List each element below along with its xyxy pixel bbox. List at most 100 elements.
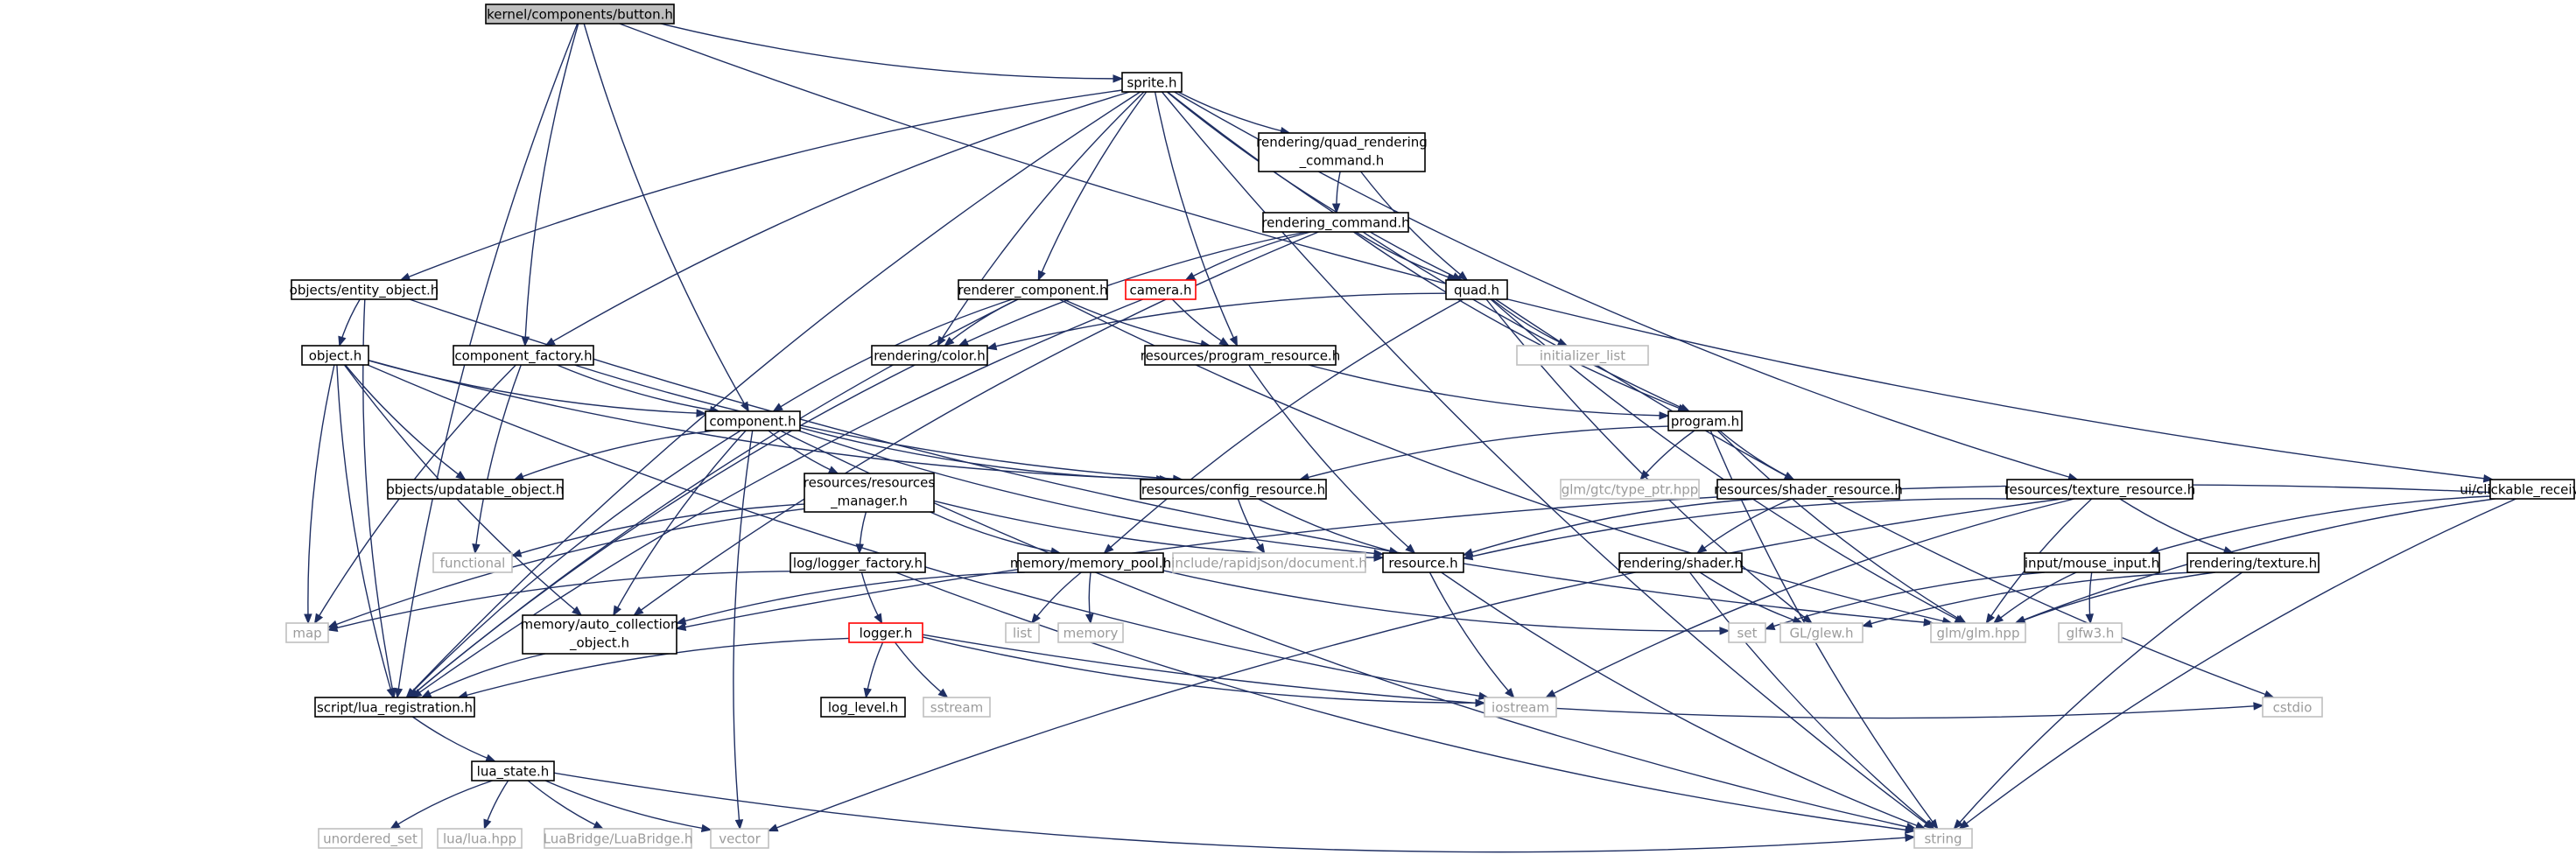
edge-logger-to-sstream <box>894 641 949 698</box>
node-label: glm/glm.hpp <box>1937 626 2020 641</box>
node-box <box>871 345 988 366</box>
node-label: rendering_command.h <box>1261 215 1409 232</box>
node-set: set <box>1728 622 1766 643</box>
node-label: lua/lua.hpp <box>443 831 516 847</box>
node-label: log/logger_factory.h <box>793 556 923 572</box>
node-box <box>1262 212 1409 233</box>
edge-lua_state-to-vector <box>544 780 712 833</box>
edge-object-to-lua_registration <box>336 364 395 699</box>
node-entity-object[interactable]: objects/entity_object.h <box>290 279 439 300</box>
node-memory-pool[interactable]: memory/memory_pool.h <box>1010 552 1171 573</box>
node-box <box>522 614 677 655</box>
node-component-factory[interactable]: component_factory.h <box>453 345 594 366</box>
node-label: input/mouse_input.h <box>2025 556 2159 572</box>
node-quad-render-cmd[interactable]: rendering/quad_rendering_command.h <box>1256 132 1428 172</box>
node-rendering-color[interactable]: rendering/color.h <box>871 345 988 366</box>
node-box <box>1258 132 1426 172</box>
node-iostream: iostream <box>1484 697 1557 718</box>
node-label: resource.h <box>1388 556 1457 571</box>
node-texture-resource[interactable]: resources/texture_resource.h <box>2004 479 2196 500</box>
arrow-head <box>1801 613 1813 624</box>
node-box <box>958 279 1108 300</box>
node-logger[interactable]: logger.h <box>848 622 923 643</box>
node-box <box>790 552 926 573</box>
node-button[interactable]: kernel/components/button.h <box>485 4 675 25</box>
edge-button-to-clickable_receiver <box>619 23 2495 483</box>
node-label: list <box>1013 626 1032 641</box>
node-rendering-shader[interactable]: rendering/shader.h <box>1618 552 1743 573</box>
node-label: unordered_set <box>323 831 418 848</box>
edge-resources_manager-to-logger_factory <box>855 511 867 555</box>
edge-logger-to-cstdio <box>922 634 2264 719</box>
edge-mouse_input-to-set <box>1764 571 2045 630</box>
node-map: map <box>285 622 329 643</box>
node-box <box>318 828 423 849</box>
edge-program-to-glm_hpp <box>1716 430 1967 624</box>
node-label: renderer_component.h <box>958 283 1107 299</box>
edge-shader_resource-to-rendering_shader <box>1696 498 1793 554</box>
node-clickable-receiver[interactable]: ui/clickable_receiver.h <box>2460 479 2576 500</box>
arrow-head <box>2085 613 2094 625</box>
node-rendering-texture[interactable]: rendering/texture.h <box>2186 552 2320 573</box>
node-label: objects/updatable_object.h <box>387 482 565 499</box>
node-object[interactable]: object.h <box>301 345 369 366</box>
node-box <box>471 760 555 781</box>
node-layer: kernel/components/button.h sprite.h render… <box>285 4 2576 849</box>
arrow-head <box>675 616 687 625</box>
node-quad[interactable]: quad.h <box>1445 279 1508 300</box>
arrow-head <box>675 622 687 632</box>
node-shader-resource[interactable]: resources/shader_resource.h <box>1714 479 1903 500</box>
edge-lua_state-to-lua_hpp <box>483 780 509 830</box>
node-resources-manager[interactable]: resources/resources_manager.h <box>804 473 936 513</box>
node-unordered-set: unordered_set <box>318 828 423 849</box>
arrow-head <box>1113 74 1124 83</box>
edge-logger_factory-to-logger <box>860 571 883 625</box>
edge-memory_pool-to-set <box>1162 570 1730 635</box>
edge-logger-to-iostream <box>922 636 1486 707</box>
edge-clickable_receiver-to-mouse_input <box>2148 495 2491 555</box>
node-label: resources/shader_resource.h <box>1714 482 1903 499</box>
node-label: kernel/components/button.h <box>487 7 673 23</box>
node-label: program.h <box>1671 414 1739 430</box>
arrow-head <box>874 613 883 625</box>
arrow-head <box>1030 613 1041 625</box>
edge-mouse_input-to-glm_hpp <box>1992 571 2077 624</box>
arrow-head <box>958 338 970 347</box>
node-box <box>1516 345 1649 366</box>
node-box <box>705 410 801 431</box>
arrow-head <box>1783 472 1795 480</box>
node-sstream: sstream <box>923 697 991 718</box>
node-auto-collection[interactable]: memory/auto_collection_object.h <box>521 614 679 655</box>
node-glm-hpp: glm/glm.hpp <box>1930 622 2026 643</box>
node-label: cstdio <box>2273 700 2313 716</box>
edge-entity_object-to-object <box>338 298 361 347</box>
arrow-head <box>2482 474 2495 483</box>
node-mouse-input[interactable]: input/mouse_input.h <box>2024 552 2160 573</box>
edge-memory_pool-to-memory <box>1085 571 1094 625</box>
edge-program_resource-to-resource <box>1248 364 1416 554</box>
node-program-resource[interactable]: resources/program_resource.h <box>1141 345 1340 366</box>
node-resource[interactable]: resource.h <box>1382 552 1464 573</box>
node-updatable-object[interactable]: objects/updatable_object.h <box>387 479 565 500</box>
node-config-resource[interactable]: resources/config_resource.h <box>1140 479 1327 500</box>
node-label: glm/gtc/type_ptr.hpp <box>1562 482 1699 499</box>
node-box <box>285 622 329 643</box>
node-lua-registration[interactable]: script/lua_registration.h <box>314 697 475 718</box>
node-label: iostream <box>1492 700 1549 716</box>
node-label: script/lua_registration.h <box>317 700 473 717</box>
arrow-head <box>937 688 949 698</box>
arrow-head <box>1985 613 1996 625</box>
node-logger-factory[interactable]: log/logger_factory.h <box>790 552 926 573</box>
node-label: rendering/quad_rendering <box>1256 135 1428 151</box>
node-program[interactable]: program.h <box>1667 410 1743 431</box>
node-rapidjson: include/rapidjson/document.h <box>1171 552 1367 573</box>
node-label: resources/texture_resource.h <box>2004 482 2196 499</box>
node-renderer-component[interactable]: renderer_component.h <box>958 279 1108 300</box>
node-render-cmd[interactable]: rendering_command.h <box>1261 212 1410 233</box>
node-sprite[interactable]: sprite.h <box>1121 72 1183 93</box>
node-lua-state[interactable]: lua_state.h <box>471 760 555 781</box>
node-camera[interactable]: camera.h <box>1125 279 1197 300</box>
node-log-level[interactable]: log_level.h <box>820 697 906 718</box>
node-component[interactable]: component.h <box>705 410 801 431</box>
